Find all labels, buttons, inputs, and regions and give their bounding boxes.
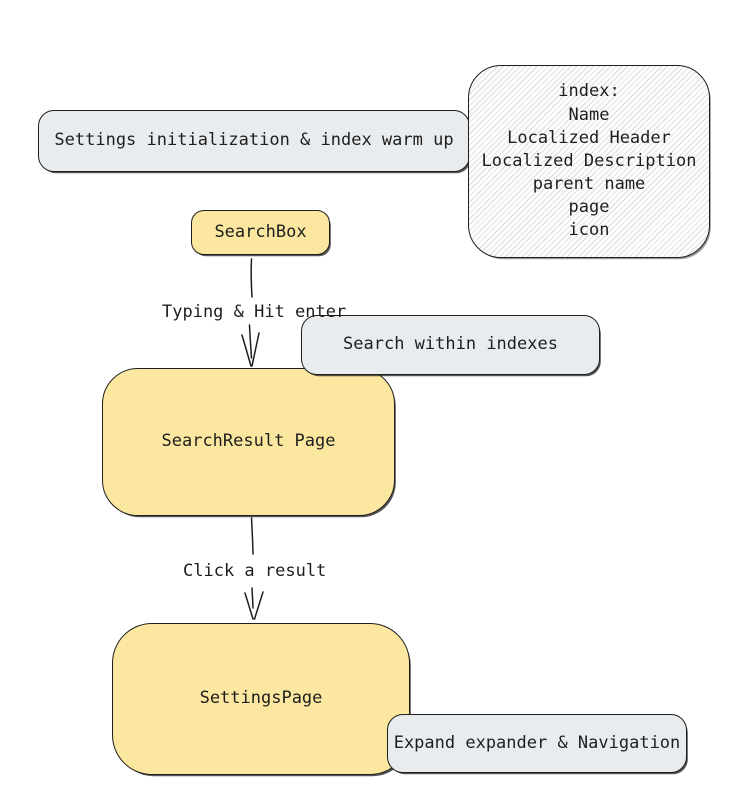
arrow-searchbox-to-searchresult-shaft-bottom: [248, 324, 253, 359]
node-settings-initialization-label: Settings initialization & index warm up: [54, 130, 454, 151]
arrow-searchbox-to-searchresult-shaft-top: [250, 258, 253, 298]
index-field-line: Localized Header: [507, 127, 671, 148]
node-search-within-indexes-label: Search within indexes: [343, 334, 558, 355]
edge-label-typing-hit-enter: Typing & Hit enter: [162, 302, 347, 322]
node-index-fields: index: Name Localized Header Localized D…: [468, 65, 710, 258]
node-search-within-indexes: Search within indexes: [301, 315, 600, 375]
arrow-searchresult-to-settingspage-shaft-top: [250, 517, 254, 555]
index-field-line: Name: [568, 104, 610, 125]
arrow-searchbox-to-searchresult-head: [241, 332, 260, 367]
node-searchbox-label: SearchBox: [214, 221, 307, 242]
index-field-line: icon: [568, 220, 610, 241]
node-expand-expander-navigation-label: Expand expander & Navigation: [393, 732, 681, 753]
arrow-searchresult-to-settingspage-shaft-bottom: [251, 587, 254, 609]
index-field-line: parent name: [532, 174, 646, 195]
node-expand-expander-navigation: Expand expander & Navigation: [387, 714, 687, 773]
index-field-line: page: [568, 197, 610, 218]
index-field-line: Localized Description: [481, 150, 697, 171]
arrow-searchresult-to-settingspage-head: [244, 591, 264, 620]
node-settingspage-label: SettingsPage: [199, 688, 323, 709]
edge-label-click-a-result: Click a result: [183, 561, 327, 581]
index-fields-list: index: Name Localized Header Localized D…: [482, 80, 697, 242]
node-searchresult-page-label: SearchResult Page: [161, 431, 336, 452]
node-searchresult-page: SearchResult Page: [102, 368, 395, 516]
node-settingspage: SettingsPage: [112, 623, 410, 775]
node-searchbox: SearchBox: [191, 210, 330, 255]
index-field-line: index:: [558, 81, 620, 102]
node-settings-initialization: Settings initialization & index warm up: [38, 110, 470, 172]
